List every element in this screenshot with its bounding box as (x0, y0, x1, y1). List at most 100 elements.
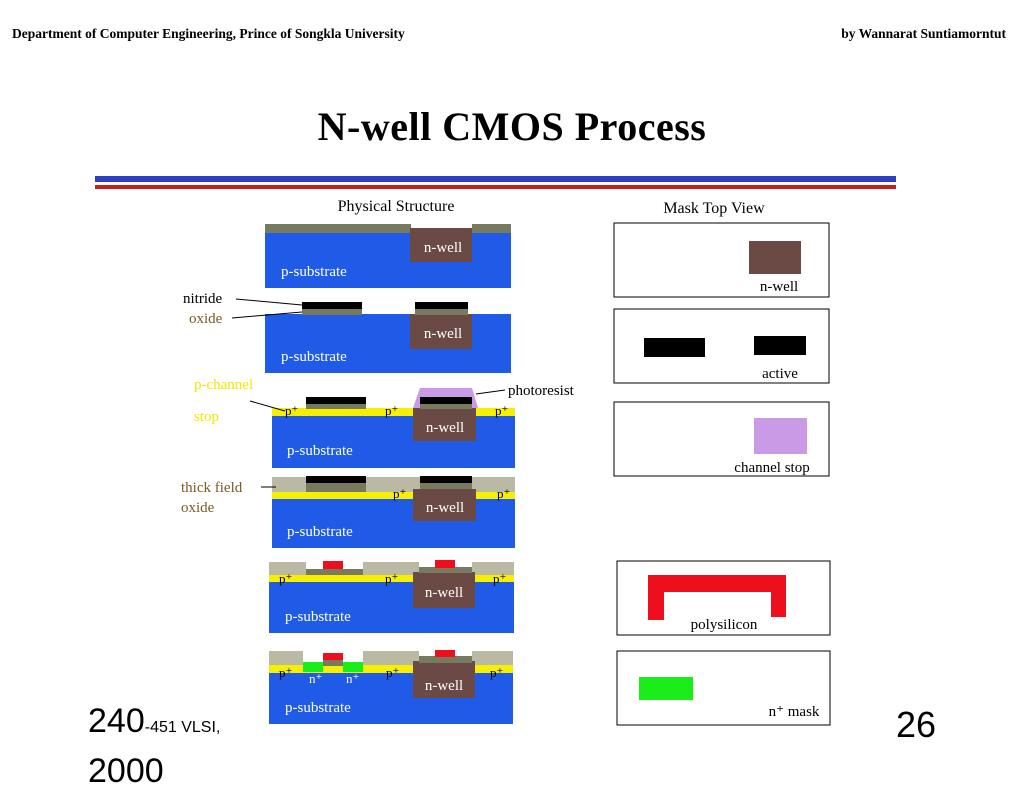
field-oxide (363, 562, 419, 575)
mask-active: active (613, 308, 830, 384)
mask-label: polysilicon (691, 617, 758, 633)
p-substrate-region (269, 581, 514, 633)
poly-gate (435, 650, 455, 657)
gate-oxide (306, 569, 363, 575)
oxide-pad (420, 483, 472, 489)
step-6-n-plus: p⁺ n⁺ n⁺ p⁺ p⁺ n-well p-substrate (269, 650, 513, 724)
nitride-label: nitride (183, 291, 222, 307)
p-plus-label: p⁺ (386, 665, 399, 680)
p-plus-label: p⁺ (285, 403, 298, 418)
course-title: -451 VLSI, (144, 719, 221, 736)
poly-gate (435, 560, 455, 568)
p-substrate-label: p-substrate (285, 700, 351, 716)
n-well-region (410, 228, 472, 262)
n-plus-region (343, 662, 363, 672)
photoresist-pointer (475, 389, 506, 395)
thick-field-label: thick field (181, 480, 243, 496)
mask-n-plus: n⁺ mask (616, 650, 831, 726)
gate-oxide (419, 567, 472, 573)
mask-label: n⁺ mask (769, 704, 820, 720)
course-code: 240-451 VLSI, (88, 702, 220, 741)
physical-structure-heading: Physical Structure (338, 198, 455, 215)
nitride-pointer (235, 298, 303, 306)
n-well-region (413, 408, 476, 441)
mask-shape (749, 241, 801, 274)
poly-gate (323, 653, 343, 660)
p-plus-layer (269, 665, 513, 673)
mask-shape (639, 677, 693, 700)
p-plus-layer (272, 492, 515, 499)
n-well-label: n-well (424, 326, 462, 342)
oxide-pad (306, 404, 366, 409)
field-oxide-label: oxide (181, 500, 215, 516)
mask-label: channel stop (734, 460, 809, 476)
field-oxide (472, 562, 514, 575)
mask-shape (754, 336, 806, 355)
field-oxide (366, 477, 420, 492)
n-plus-region (303, 662, 323, 672)
poly-gate (323, 561, 343, 569)
n-well-region (413, 489, 476, 521)
p-plus-label: p⁺ (279, 571, 292, 586)
n-plus-label: n⁺ (309, 671, 322, 686)
step-4-field-oxide: p⁺ p⁺ n-well p-substrate thick field oxi… (181, 476, 515, 548)
oxide-pad (415, 309, 468, 315)
field-oxide (472, 651, 513, 665)
p-plus-label: p⁺ (393, 486, 406, 501)
channel-stop-pointer (249, 400, 286, 412)
gate-oxide (419, 656, 472, 663)
course-year: 2000 (88, 752, 164, 790)
nitride-pad (415, 302, 468, 309)
oxide-layer (472, 224, 511, 233)
divider-red (95, 185, 896, 189)
n-well-label: n-well (426, 420, 464, 436)
page-number: 26 (895, 704, 936, 745)
p-plus-label: p⁺ (497, 486, 510, 501)
mask-label: active (762, 366, 798, 382)
p-substrate-label: p-substrate (281, 349, 347, 365)
p-substrate-region (272, 498, 515, 548)
p-substrate-label: p-substrate (287, 524, 353, 540)
field-oxide (269, 651, 303, 665)
mask-label: n-well (760, 279, 798, 295)
p-channel-label: p-channel (194, 377, 253, 393)
p-plus-layer (272, 408, 515, 416)
oxide-layer (265, 224, 411, 233)
n-well-label: n-well (426, 500, 464, 516)
field-oxide (272, 477, 306, 492)
nitride-pad (306, 476, 366, 483)
field-oxide (269, 562, 306, 575)
p-substrate-region (272, 416, 515, 468)
n-well-region (413, 572, 475, 608)
n-well-label: n-well (425, 585, 463, 601)
p-plus-label: p⁺ (495, 403, 508, 418)
p-plus-label: p⁺ (385, 403, 398, 418)
photoresist-label: photoresist (508, 383, 575, 399)
p-plus-label: p⁺ (279, 665, 292, 680)
nitride-pad (306, 397, 366, 404)
step-1-nwell: n-well p-substrate (265, 224, 511, 288)
oxide-pointer (231, 311, 303, 319)
mask-nwell: n-well (613, 222, 830, 298)
mask-shape (644, 338, 705, 357)
mask-polysilicon: polysilicon (616, 560, 831, 636)
slide-title: N-well CMOS Process (317, 104, 707, 149)
divider-blue (95, 176, 896, 182)
mask-top-view-heading: Mask Top View (663, 200, 765, 217)
p-plus-label: p⁺ (493, 571, 506, 586)
course-number: 240 (88, 702, 145, 740)
oxide-pad (302, 309, 362, 315)
n-well-label: n-well (425, 678, 463, 694)
p-substrate-label: p-substrate (287, 443, 353, 459)
p-plus-layer (269, 575, 514, 582)
header-department: Department of Computer Engineering, Prin… (12, 26, 405, 41)
oxide-pad (420, 404, 472, 409)
cmos-process-diagram: Physical Structure Mask Top View n-well … (181, 198, 831, 726)
p-substrate-label: p-substrate (281, 264, 347, 280)
mask-shape (648, 575, 786, 620)
mask-shape (754, 418, 807, 454)
mask-channel-stop: channel stop (613, 401, 830, 477)
n-well-region (413, 661, 475, 698)
p-substrate-label: p-substrate (285, 609, 351, 625)
step-2-active: n-well p-substrate nitride oxide (183, 291, 511, 373)
